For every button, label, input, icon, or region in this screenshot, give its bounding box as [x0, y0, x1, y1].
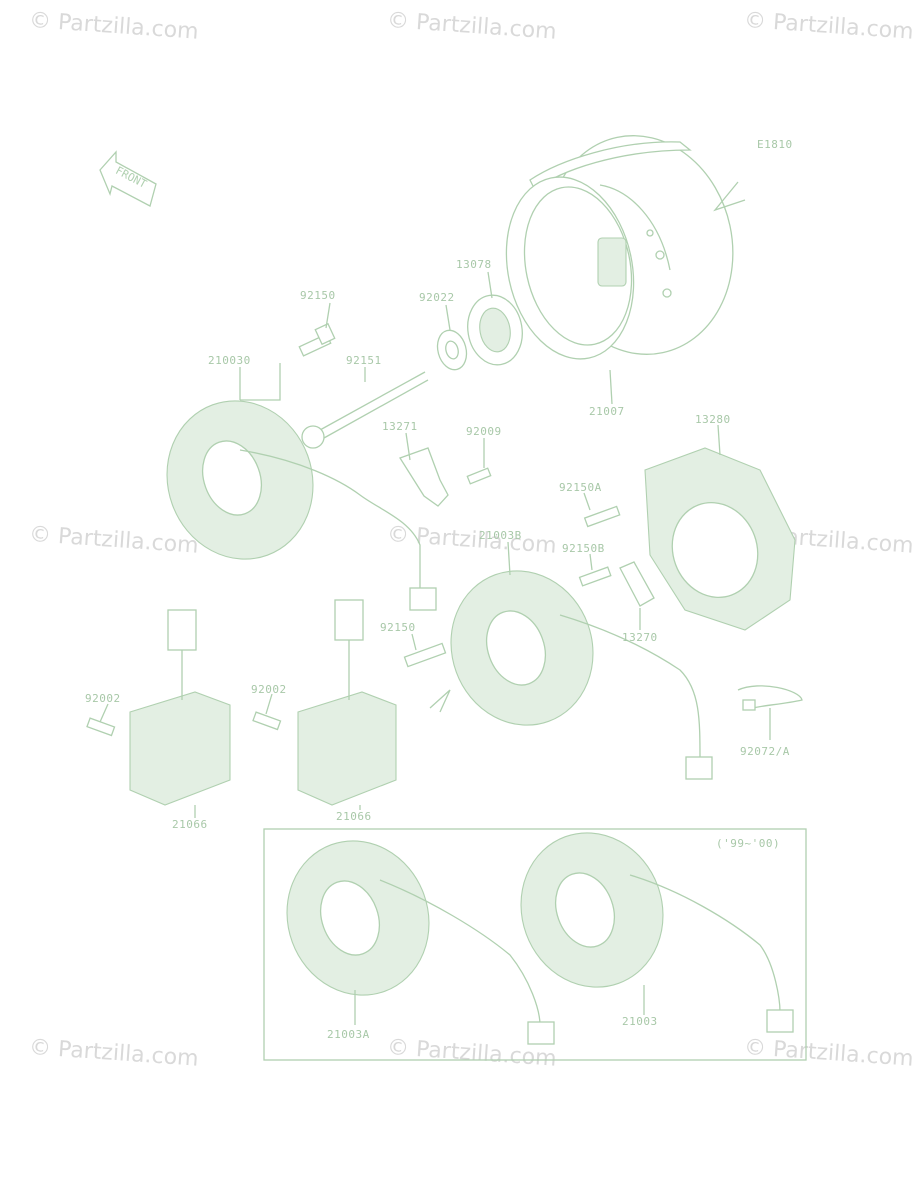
rotor-drum — [505, 135, 746, 360]
stator — [520, 832, 794, 1033]
part-label-13270[interactable]: 13270 — [622, 631, 658, 644]
part-label-92022[interactable]: 92022 — [419, 291, 455, 304]
long-bolt — [301, 371, 429, 449]
part-label-92150b[interactable]: 92150B — [562, 542, 605, 555]
regulator — [252, 599, 397, 806]
part-label-92009[interactable]: 92009 — [466, 425, 502, 438]
part-label-92002[interactable]: 92002 — [251, 683, 287, 696]
diagram-code: E1810 — [757, 138, 793, 151]
stator — [166, 400, 437, 611]
cable-band — [737, 685, 803, 711]
stator — [286, 840, 555, 1045]
leader-lines — [99, 271, 771, 1025]
part-label-92072a[interactable]: 92072/A — [740, 745, 790, 758]
part-label-92150a[interactable]: 92150A — [559, 481, 602, 494]
variant-note: ('99~'00) — [716, 837, 781, 850]
stator-cover — [644, 447, 796, 631]
part-label-21066[interactable]: 21066 — [172, 818, 208, 831]
part-label-92150[interactable]: 92150 — [300, 289, 336, 302]
variant-box — [263, 828, 807, 1061]
wire-holder-plate — [399, 447, 492, 507]
part-label-21003a[interactable]: 21003A — [327, 1028, 370, 1041]
stator — [429, 570, 713, 780]
part-label-21066[interactable]: 21066 — [336, 810, 372, 823]
part-label-21007[interactable]: 21007 — [589, 405, 625, 418]
washer — [436, 329, 468, 371]
part-label-13271[interactable]: 13271 — [382, 420, 418, 433]
part-label-92150[interactable]: 92150 — [380, 621, 416, 634]
bolt — [298, 322, 336, 357]
part-label-21003[interactable]: 21003 — [622, 1015, 658, 1028]
part-label-21003b[interactable]: 21003B — [479, 529, 522, 542]
bolt — [578, 505, 621, 587]
part-label-92002[interactable]: 92002 — [85, 692, 121, 705]
bolt — [403, 642, 447, 668]
part-label-13280[interactable]: 13280 — [695, 413, 731, 426]
part-label-210030[interactable]: 210030 — [208, 354, 251, 367]
front-arrow-icon: FRONT — [99, 150, 157, 207]
part-label-92151[interactable]: 92151 — [346, 354, 382, 367]
wire-clamp — [619, 561, 655, 607]
starter-gear — [467, 294, 523, 366]
regulator — [86, 609, 231, 806]
part-label-13078[interactable]: 13078 — [456, 258, 492, 271]
